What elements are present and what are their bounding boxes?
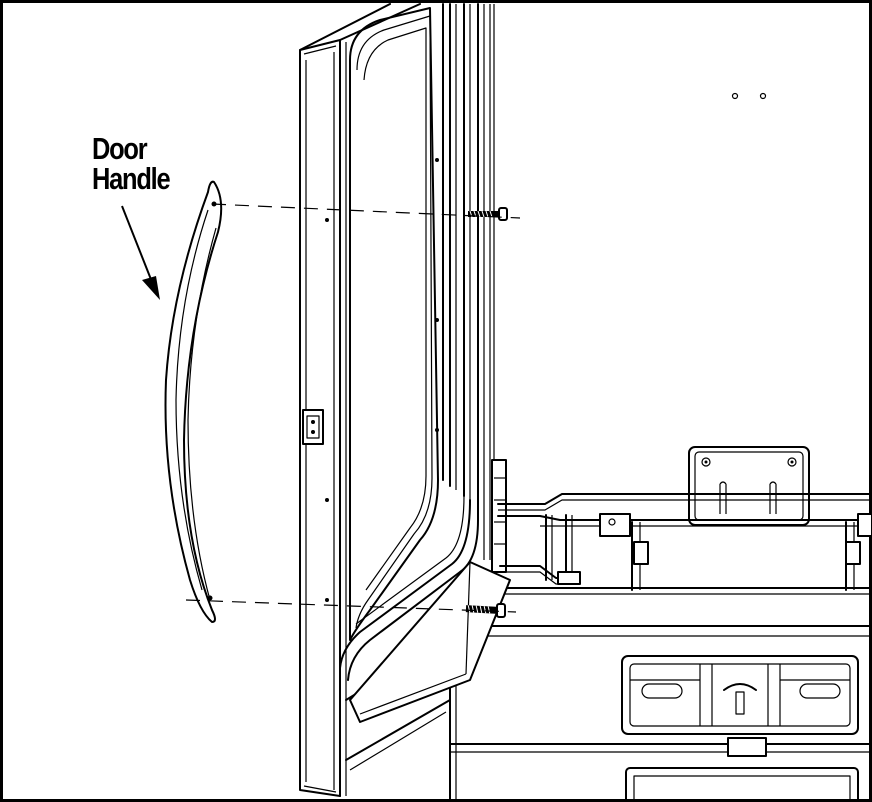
alignment-lines	[185, 203, 521, 613]
handle-mount-hole	[211, 201, 217, 207]
door-latch	[302, 409, 324, 445]
appliance-body	[449, 4, 872, 802]
handle-screw-top	[468, 207, 508, 221]
callout-arrow	[121, 205, 160, 300]
handle-mount-hole	[207, 595, 213, 601]
door-panel	[299, 3, 511, 797]
label-line-1: Door	[92, 131, 148, 166]
door-handle	[164, 180, 223, 623]
handle-screw-bottom	[465, 603, 506, 618]
mount-hole	[731, 92, 739, 100]
label-line-2: Handle	[92, 161, 171, 196]
control-panel	[621, 655, 859, 735]
rack-bracket	[688, 446, 810, 526]
mount-hole	[759, 92, 767, 100]
door-handle-label: Door Handle	[92, 131, 171, 196]
